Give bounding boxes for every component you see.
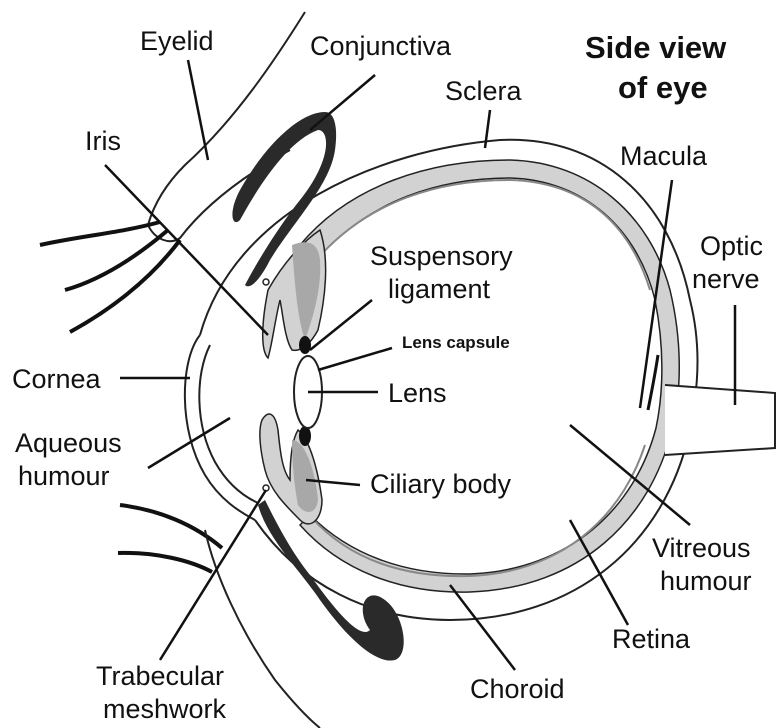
angle-marker-top (263, 279, 269, 285)
label-iris: Iris (85, 126, 121, 156)
label-choroid: Choroid (470, 674, 565, 704)
label-lens: Lens (388, 378, 447, 408)
label-aqueous-line2: humour (18, 461, 110, 491)
iris-ciliary-lower (260, 414, 322, 524)
label-trabecular-line1: Trabecular (96, 661, 224, 691)
cornea-shape (185, 335, 258, 520)
label-sclera: Sclera (445, 76, 523, 106)
title-line1: Side view (585, 30, 727, 65)
label-suspensory-line2: ligament (388, 274, 491, 304)
label-macula: Macula (620, 141, 708, 171)
label-vitreous-line2: humour (660, 566, 752, 596)
label-cornea: Cornea (12, 364, 102, 394)
label-suspensory-line1: Suspensory (370, 241, 513, 271)
eyelashes-upper (40, 222, 180, 332)
macula-mark (648, 355, 658, 410)
label-conjunctiva: Conjunctiva (310, 31, 452, 61)
label-retina: Retina (612, 624, 691, 654)
label-vitreous-line1: Vitreous (652, 533, 751, 563)
choroid-retina-band (300, 160, 679, 592)
label-ciliary-body: Ciliary body (370, 469, 512, 499)
label-lens-capsule: Lens capsule (402, 333, 510, 352)
label-optic-nerve-line2: nerve (692, 264, 760, 294)
label-eyelid: Eyelid (140, 26, 214, 56)
diagram-title: Side view of eye (585, 30, 727, 105)
title-line2: of eye (618, 70, 708, 105)
label-aqueous-line1: Aqueous (15, 428, 122, 458)
optic-nerve-shape (665, 385, 775, 455)
label-optic-nerve-line1: Optic (700, 231, 763, 261)
conjunctiva-lower (258, 500, 404, 661)
label-trabecular-line2: meshwork (103, 694, 227, 724)
